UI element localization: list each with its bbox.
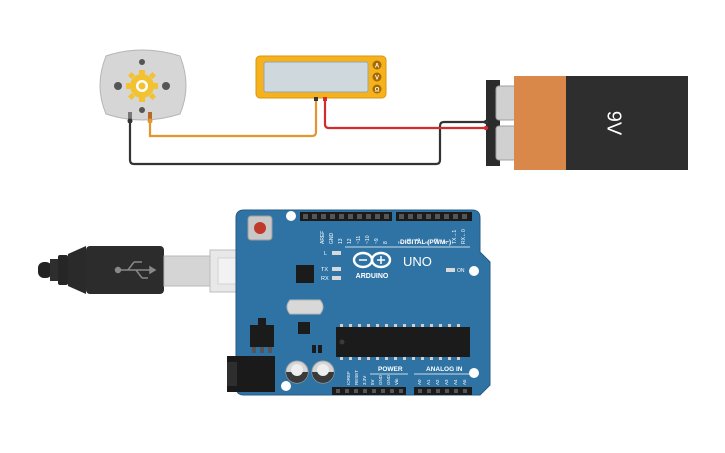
analog-label: ANALOG IN [426,366,463,373]
small-chip [298,322,310,334]
top-pin-labels: AREF GND 13 12 ~11 ~10 ~9 8 7 ~6 ~5 4 ~3… [320,229,467,244]
capacitors [285,360,335,384]
led-label-tx: TX [321,267,328,273]
pin-label: GND [378,374,383,385]
pin-label: 13 [338,238,344,244]
pin-label: RX←0 [461,229,467,244]
mounting-hole [286,211,296,221]
mode-label-a: A [375,64,380,70]
pin-label: IOREF [346,371,351,385]
pin-label: GND [329,233,335,245]
pin-label: A1 [426,379,431,385]
led-label-rx: RX [321,276,329,282]
pin-label: ~11 [356,236,362,244]
mounting-hole [281,381,291,391]
mode-button-ammeter[interactable] [372,60,382,70]
pin-label: ~5 [416,238,422,244]
pin-label: 7 [398,241,404,244]
bottom-header-pins[interactable] [336,389,467,393]
usb-symbol-icon [114,261,157,279]
reset-button-cap[interactable] [254,222,266,234]
wires [128,100,486,166]
pin-label: ~3 [434,238,440,244]
mode-label-ohm: Ω [375,88,380,94]
pin-label: 4 [425,241,431,244]
atmega-microcontroller [336,327,470,357]
mode-button-voltmeter[interactable] [372,72,382,82]
pin-label: 3.3V [362,376,367,385]
digital-label: DIGITAL (PWM~) [400,239,451,246]
arduino-model-label: UNO [403,254,432,269]
pin-label: 2 [443,241,449,244]
pin-label: A3 [444,379,449,385]
mounting-hole [469,368,479,378]
mode-button-ohmmeter[interactable] [372,84,382,94]
on-label: ON [457,268,465,274]
chip-pins [340,324,460,360]
usb-controller-chip [296,265,314,283]
arduino-uno-board[interactable]: AREF GND 13 12 ~11 ~10 ~9 8 7 ~6 ~5 4 ~3… [227,209,491,396]
power-label: POWER [378,366,403,373]
pin-label: A4 [453,379,458,385]
multimeter-mode-buttons: A V Ω [372,60,382,94]
battery-positive-terminal[interactable] [483,125,489,131]
pin-label: 8 [383,241,389,244]
status-leds: L TX RX [321,251,341,282]
pin-label: A2 [435,379,440,385]
pin-label: ~6 [407,238,413,244]
battery-voltage-label: 9V [603,111,625,136]
analog-header [414,387,472,395]
pin-label: RESET [354,370,359,385]
mounting-hole [469,266,479,276]
wire-black-motor-to-battery[interactable] [128,120,486,166]
pin-label: A5 [462,379,467,385]
pin-label: 12 [347,238,353,244]
pin-label: AREF [320,231,326,244]
digital-header-left [300,212,392,221]
wire-red-multimeter-to-battery[interactable] [323,100,486,130]
pin-label: Vin [394,378,399,385]
arduino-infinity-logo-icon [352,251,392,269]
pin-label: ~10 [365,235,371,244]
mode-label-v: V [375,76,379,82]
pin-label: GND [386,374,391,385]
bottom-pin-labels: IOREF RESET 3.3V 5V GND GND Vin A0 A1 A2… [346,370,467,385]
digital-header-pins[interactable] [303,214,467,219]
battery-9v-icon[interactable]: 9V [483,76,688,170]
wire-orange-motor-to-multimeter[interactable] [148,100,318,138]
multimeter-icon[interactable]: A V Ω [255,55,387,101]
pin-label: ~9 [374,238,380,244]
power-header [332,387,406,395]
pin-label: TX→1 [452,230,458,244]
motor-gear-icon [126,70,158,102]
led-label-l: L [324,251,327,257]
logo-plus-minus [359,256,385,264]
dc-motor-icon[interactable] [99,49,187,124]
voltage-regulator [250,325,274,347]
battery-negative-terminal[interactable] [483,119,489,125]
crystal-oscillator [286,299,324,315]
pin-label: A0 [417,379,422,385]
pin-label: 5V [370,379,375,385]
digital-header-right [396,212,472,221]
arduino-logo-text: ARDUINO [356,273,389,280]
power-led [446,268,455,272]
